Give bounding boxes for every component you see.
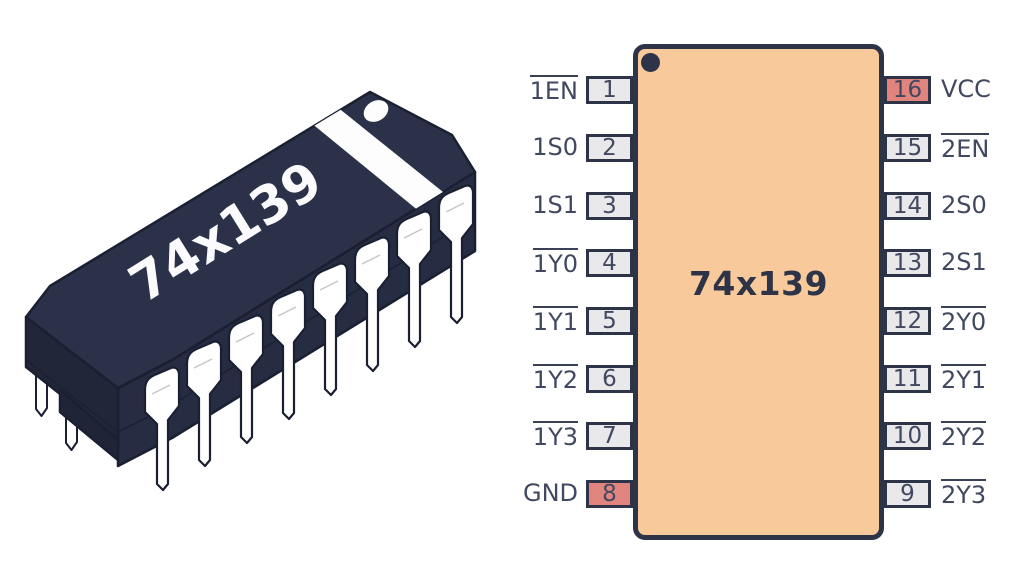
pin-row: 1S1 3 14 2S0 [0, 192, 1024, 220]
pin-label: 1S1 [532, 191, 578, 220]
pin-label: 2Y2 [941, 421, 987, 452]
pin-row: 1Y0 4 13 2S1 [0, 248, 1024, 279]
pin-row: 1S0 2 15 2EN [0, 133, 1024, 164]
chip-title: 74x139 [688, 264, 829, 303]
chip-body [633, 44, 884, 540]
pin-number-box: 1 [586, 76, 633, 104]
pin-label: VCC [941, 75, 991, 104]
ic-stripe [310, 106, 448, 212]
pin-row: 1EN 1 16 VCC [0, 75, 1024, 106]
pin-label: 1Y1 [532, 306, 578, 337]
pin-number-box: 6 [586, 365, 633, 393]
pin-row: 1Y2 6 11 2Y1 [0, 364, 1024, 395]
ic-pin-highlights [151, 202, 465, 395]
pin-label: 2Y1 [941, 364, 987, 395]
pin-label: 2Y3 [941, 479, 987, 510]
pin-number-box: 3 [586, 192, 633, 220]
pin-number-box: 5 [586, 307, 633, 335]
pin-number-box: 9 [884, 480, 931, 508]
pin-number-box: 10 [884, 422, 931, 450]
pin-label: 1Y3 [532, 421, 578, 452]
pin-row: 1Y1 5 12 2Y0 [0, 306, 1024, 337]
pin-number-box: 16 [884, 76, 931, 104]
pin-row: 1Y3 7 10 2Y2 [0, 421, 1024, 452]
pin-number-box: 11 [884, 365, 931, 393]
pin-number-box: 4 [586, 249, 633, 277]
pin-number-box: 13 [884, 249, 931, 277]
pin-label: 1S0 [532, 133, 578, 162]
pin-number-box: 15 [884, 134, 931, 162]
pin-number-box: 8 [586, 480, 633, 508]
pin-number-box: 2 [586, 134, 633, 162]
pin-label: GND [522, 479, 578, 508]
chip-3d-illustration: 74x139 [24, 90, 477, 492]
pin-label: 2Y0 [941, 306, 987, 337]
pin1-indicator-dot [641, 53, 660, 72]
pin-label: 1Y0 [532, 248, 578, 279]
pin-label: 2EN [941, 133, 990, 164]
ic-pin1-dimple [363, 100, 389, 122]
pin-number-box: 14 [884, 192, 931, 220]
pin-number-box: 12 [884, 307, 931, 335]
pin-label: 1Y2 [532, 364, 578, 395]
pin-row: GND 8 9 2Y3 [0, 479, 1024, 510]
pin-label: 2S1 [941, 248, 987, 277]
pin-label: 2S0 [941, 191, 987, 220]
pin-label: 1EN [529, 75, 578, 106]
pin-number-box: 7 [586, 422, 633, 450]
ic-front-pins [143, 184, 475, 492]
